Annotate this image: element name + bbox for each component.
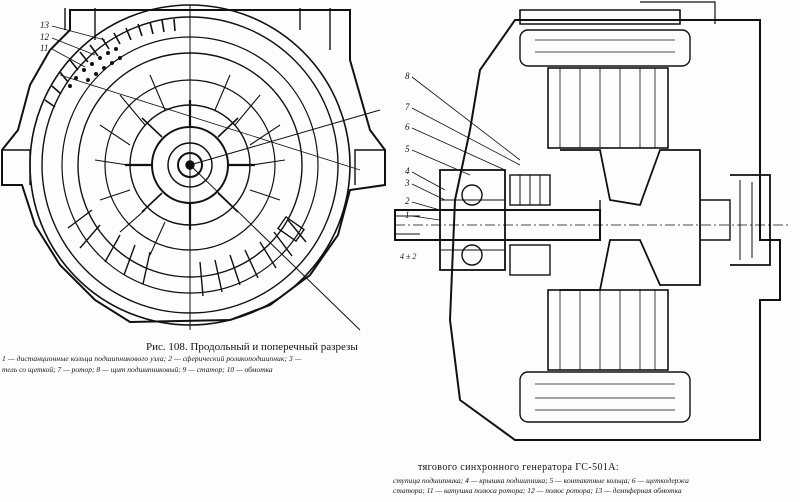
callout-7: 7 <box>405 102 410 112</box>
longitudinal-section <box>394 1 790 441</box>
callout-6: 6 <box>405 122 410 132</box>
callout-3: 3 <box>405 178 410 188</box>
figure-legend-line-4: статора; 11 — катушка полюса ротора; 12 … <box>393 486 682 495</box>
left-leaders <box>51 25 106 68</box>
transverse-section <box>0 4 386 331</box>
figure-legend-line-3: ступица подшипника; 4 — крышка подшипник… <box>393 476 689 485</box>
callout-1: 1 <box>405 210 410 220</box>
callout-2: 2 <box>405 196 410 206</box>
callout-5: 5 <box>405 144 410 154</box>
callout-11: 11 <box>40 43 49 53</box>
callout-13: 13 <box>40 20 49 30</box>
callout-12: 12 <box>40 32 49 42</box>
figure-caption-title: Рис. 108. Продольный и поперечный разрез… <box>146 341 358 353</box>
figure-legend-line-1: 1 — дистанционные кольца подшипникового … <box>2 354 302 363</box>
figure-legend-line-2: тель со щеткой; 7 — ротор; 8 — щит подши… <box>2 365 273 374</box>
dimension-label: 4 ± 2 <box>400 252 417 261</box>
callout-8: 8 <box>405 71 410 81</box>
figure-caption-title-continued: тягового синхронного генератора ГС-501А: <box>418 462 620 473</box>
callout-4: 4 <box>405 166 410 176</box>
